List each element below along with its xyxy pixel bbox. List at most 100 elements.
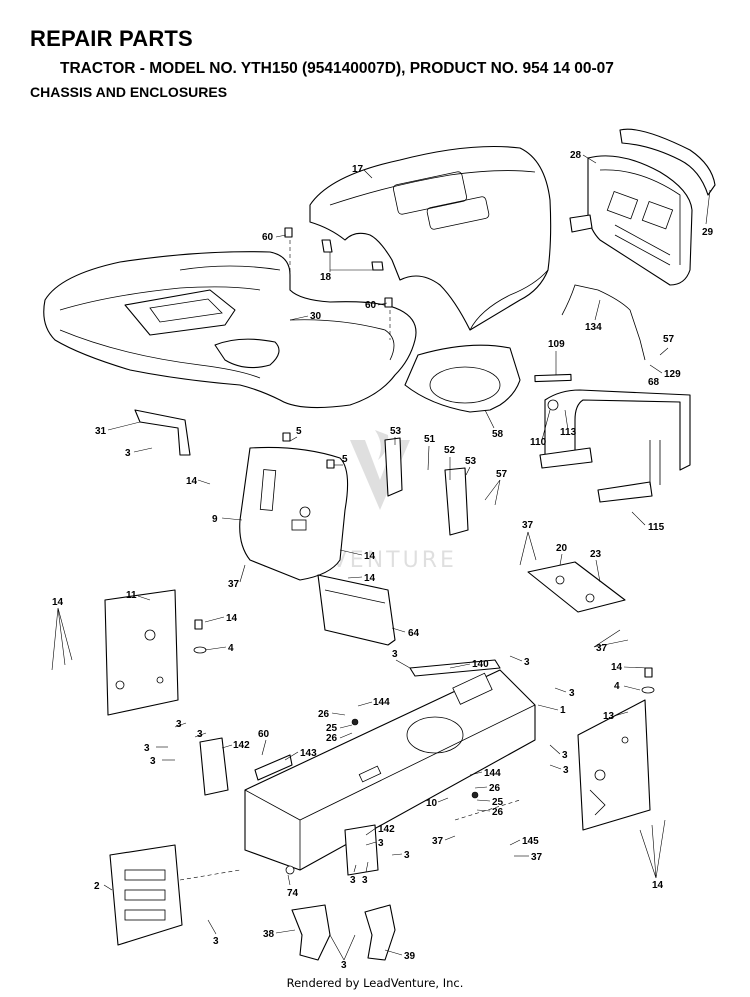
callout-3i: 3 <box>562 750 568 761</box>
page-title: REPAIR PARTS <box>30 26 193 51</box>
callout-26b: 26 <box>326 733 338 744</box>
callout-4b: 4 <box>614 681 620 692</box>
part-left-side-plate <box>104 589 179 716</box>
callout-134: 134 <box>585 322 602 333</box>
callout-14b: 14 <box>364 551 376 562</box>
callout-18: 18 <box>320 272 332 283</box>
part-bracket-53a <box>384 437 403 497</box>
callout-2: 2 <box>94 881 100 892</box>
part-hood-brackets <box>321 239 384 271</box>
callout-14e: 14 <box>226 613 238 624</box>
callout-60c: 60 <box>258 729 270 740</box>
callout-57b: 57 <box>496 469 508 480</box>
callout-3e: 3 <box>176 719 182 730</box>
callout-144a: 144 <box>373 697 390 708</box>
part-bar <box>534 373 572 383</box>
part-pan <box>404 344 521 413</box>
callout-39: 39 <box>404 951 416 962</box>
callout-74: 74 <box>287 888 299 899</box>
callout-1: 1 <box>560 705 566 716</box>
callout-14c: 14 <box>364 573 376 584</box>
part-front-plate <box>109 844 183 946</box>
part-bracket-142b <box>344 824 379 876</box>
callout-3l: 3 <box>404 850 410 861</box>
callout-26a: 26 <box>318 709 330 720</box>
callout-37c: 37 <box>596 643 608 654</box>
part-bracket-38 <box>291 904 331 961</box>
callout-68: 68 <box>648 377 660 388</box>
callout-142a: 142 <box>233 740 250 751</box>
callout-115: 115 <box>648 522 665 533</box>
callout-14d: 14 <box>52 597 64 608</box>
callout-109: 109 <box>548 339 565 350</box>
callout-28: 28 <box>570 150 582 161</box>
hidden-line-guides <box>179 240 521 881</box>
part-hood <box>309 145 552 331</box>
model-subtitle: TRACTOR - MODEL NO. YTH150 (954140007D),… <box>60 60 614 77</box>
part-grille <box>569 155 693 286</box>
callout-26d: 26 <box>492 807 504 818</box>
part-dash-panel <box>239 446 349 581</box>
callout-leader-lines <box>51 154 711 961</box>
callout-3g: 3 <box>144 743 150 754</box>
callout-57a: 57 <box>663 334 675 345</box>
section-title: CHASSIS AND ENCLOSURES <box>30 84 228 100</box>
callout-3j: 3 <box>563 765 569 776</box>
part-main-frame <box>244 669 536 871</box>
callout-5a: 5 <box>296 426 302 437</box>
callout-53a: 53 <box>390 426 402 437</box>
callout-3p: 3 <box>341 960 347 971</box>
callout-5b: 5 <box>342 454 348 465</box>
callout-14f: 14 <box>611 662 623 673</box>
callout-52: 52 <box>444 445 456 456</box>
part-cross-bar <box>409 659 501 677</box>
callout-37b: 37 <box>522 520 534 531</box>
callout-3h: 3 <box>150 756 156 767</box>
callout-31: 31 <box>95 426 107 437</box>
callout-140: 140 <box>472 659 489 670</box>
part-grille-trim <box>619 128 716 196</box>
callout-26c: 26 <box>489 783 501 794</box>
callout-3d: 3 <box>569 688 575 699</box>
callout-37e: 37 <box>531 852 543 863</box>
callout-3f: 3 <box>197 729 203 740</box>
callout-23: 23 <box>590 549 602 560</box>
callout-4a: 4 <box>228 643 234 654</box>
part-plate-143 <box>254 754 293 781</box>
callout-142b: 142 <box>378 824 395 835</box>
part-bracket-142a <box>199 737 229 796</box>
part-plate <box>527 561 626 613</box>
callout-3n: 3 <box>362 875 368 886</box>
part-seat-bracket <box>134 409 191 456</box>
callout-58: 58 <box>492 429 504 440</box>
callout-113: 113 <box>560 427 577 438</box>
callout-51: 51 <box>424 434 436 445</box>
callout-145: 145 <box>522 836 539 847</box>
callout-60a: 60 <box>262 232 274 243</box>
part-bracket-39 <box>364 904 396 961</box>
callout-14a: 14 <box>186 476 198 487</box>
footer-credit: Rendered by LeadVenture, Inc. <box>286 976 464 990</box>
callout-25b: 25 <box>492 797 504 808</box>
callout-3m: 3 <box>350 875 356 886</box>
hardware-fasteners <box>193 227 655 875</box>
callout-110: 110 <box>530 437 547 448</box>
callout-20: 20 <box>556 543 568 554</box>
callout-17: 17 <box>352 164 364 175</box>
callout-3a: 3 <box>125 448 131 459</box>
callout-11: 11 <box>126 590 137 601</box>
callout-37d: 37 <box>432 836 444 847</box>
callout-10: 10 <box>426 798 438 809</box>
callout-60b: 60 <box>365 300 377 311</box>
callout-3c: 3 <box>524 657 530 668</box>
callout-30: 30 <box>310 311 322 322</box>
callout-3k: 3 <box>378 838 384 849</box>
part-bumper-bar <box>539 389 691 503</box>
callout-3o: 3 <box>213 936 219 947</box>
callout-129: 129 <box>664 369 681 380</box>
callout-3b: 3 <box>392 649 398 660</box>
callout-143: 143 <box>300 748 317 759</box>
part-right-side-plate <box>577 699 651 831</box>
callout-13: 13 <box>603 711 615 722</box>
